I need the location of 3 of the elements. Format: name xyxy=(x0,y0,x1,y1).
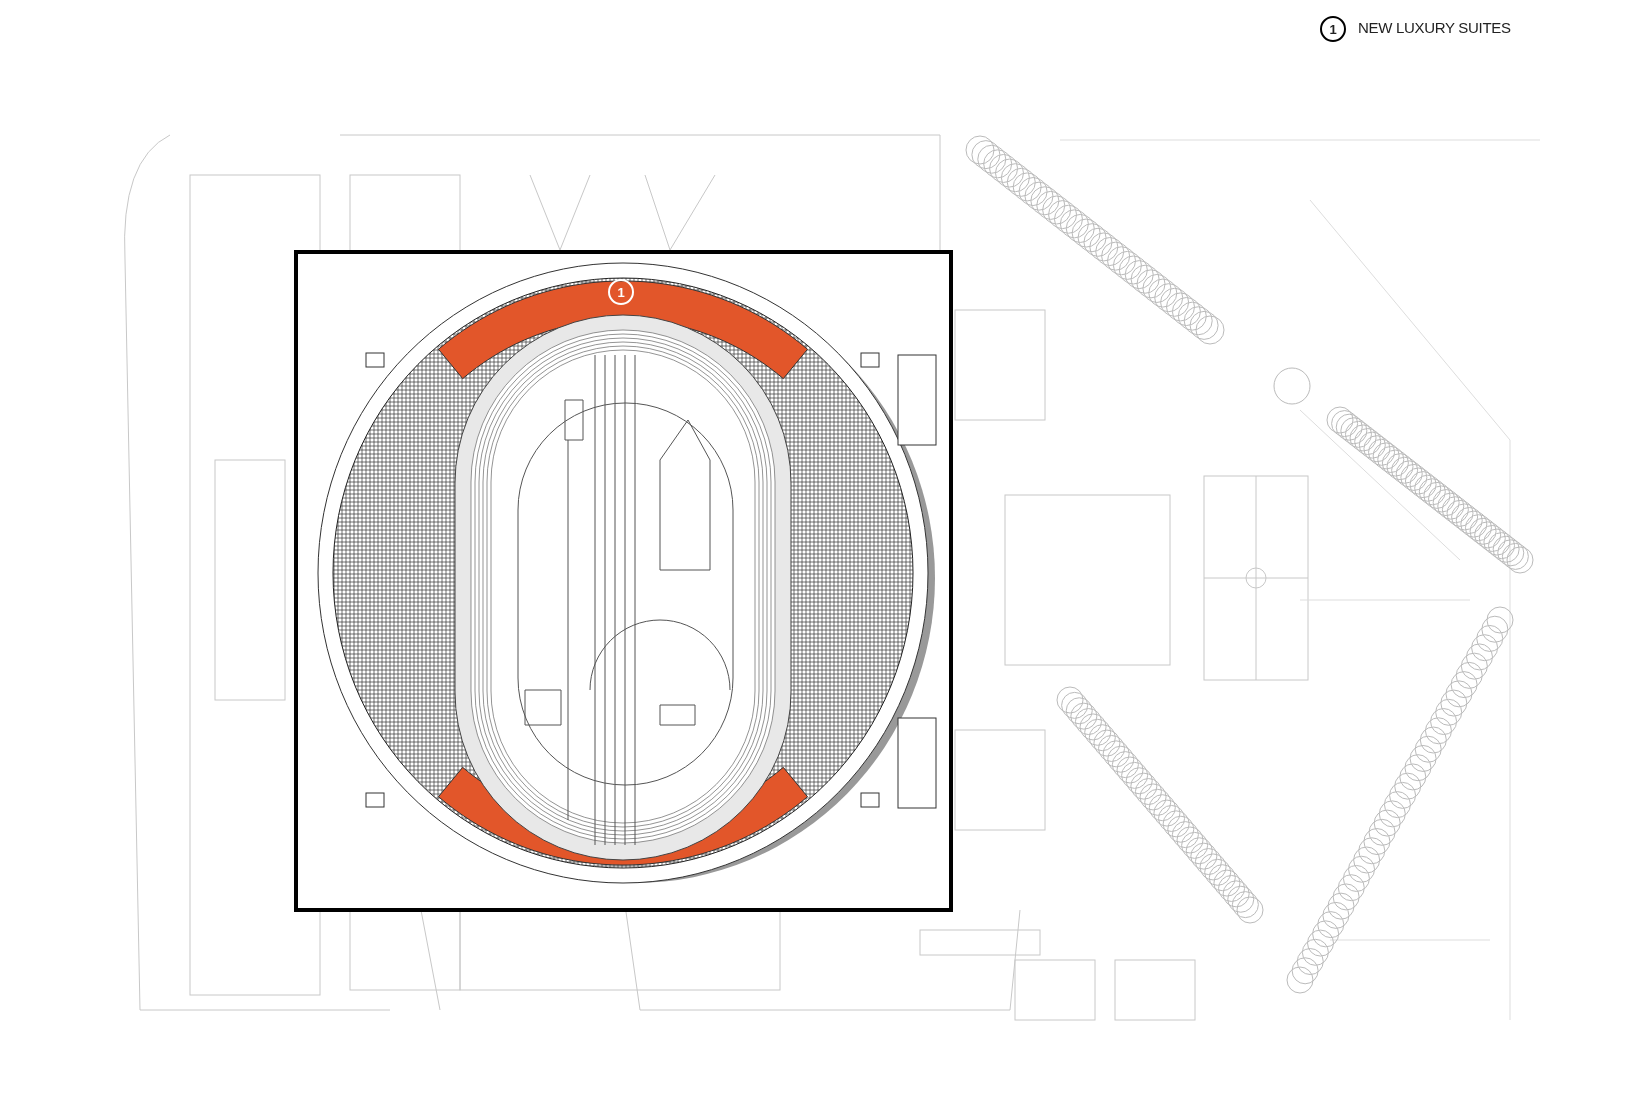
legend-number: 1 xyxy=(1320,16,1346,42)
callout-number: 1 xyxy=(608,279,634,305)
legend-text: NEW LUXURY SUITES xyxy=(1358,19,1511,36)
